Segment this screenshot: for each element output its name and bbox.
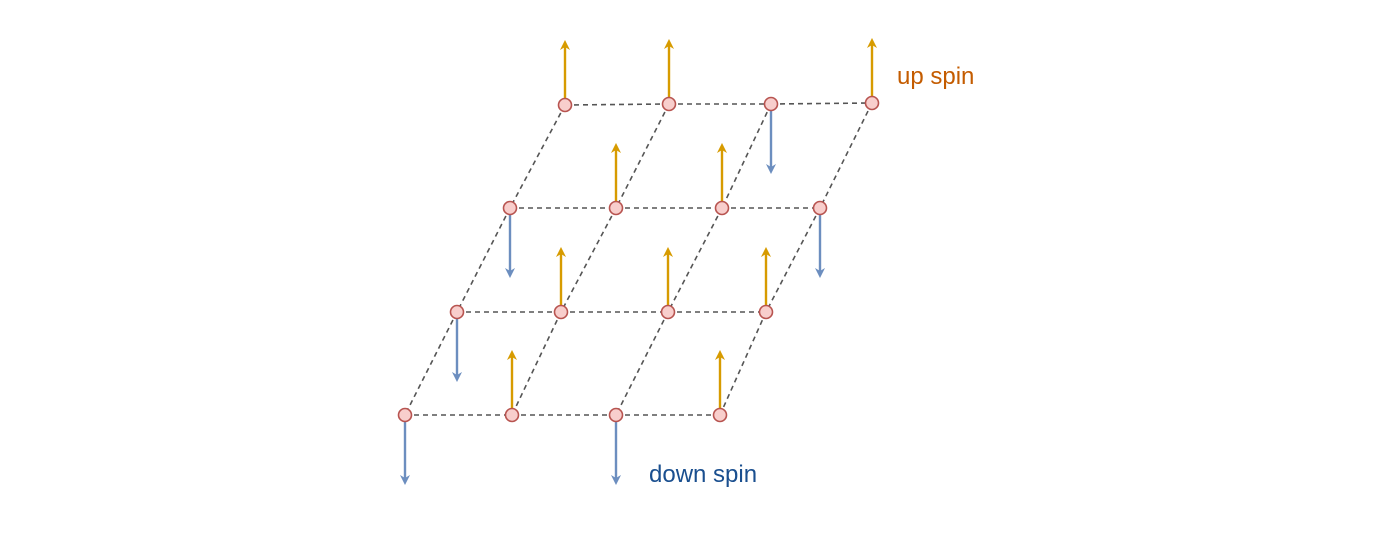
- lattice-site: [608, 407, 624, 423]
- horizontal-bond: [564, 103, 670, 106]
- diagonal-bond: [456, 207, 511, 313]
- lattice-site: [608, 200, 624, 216]
- lattice-site: [504, 407, 520, 423]
- lattice-site: [660, 304, 676, 320]
- lattice-site: [449, 304, 465, 320]
- lattice-site: [714, 200, 730, 216]
- down-spin-label: down spin: [649, 461, 757, 488]
- diagonal-bond: [667, 207, 723, 313]
- lattice-site: [812, 200, 828, 216]
- spin-arrows: [399, 37, 878, 486]
- diagonal-bond: [560, 207, 617, 313]
- lattice-site: [661, 96, 677, 112]
- lattice-site: [763, 96, 779, 112]
- up-spin-label: up spin: [897, 63, 974, 90]
- diagonal-bond: [404, 311, 458, 416]
- lattice-bonds: [404, 102, 873, 416]
- diagonal-bond: [615, 103, 670, 209]
- lattice-site: [758, 304, 774, 320]
- diagonal-bond: [719, 311, 767, 416]
- diagonal-bond: [819, 102, 873, 209]
- diagonal-bond: [765, 207, 821, 313]
- lattice-site: [502, 200, 518, 216]
- lattice-site: [557, 97, 573, 113]
- diagonal-bond: [721, 103, 772, 209]
- diagonal-bond: [511, 311, 562, 416]
- lattice-site: [553, 304, 569, 320]
- horizontal-bond: [770, 102, 873, 105]
- diagonal-bond: [615, 311, 669, 416]
- lattice-site: [864, 95, 880, 111]
- lattice-sites: [397, 95, 880, 423]
- diagonal-bond: [509, 104, 566, 209]
- lattice-site: [397, 407, 413, 423]
- lattice-site: [712, 407, 728, 423]
